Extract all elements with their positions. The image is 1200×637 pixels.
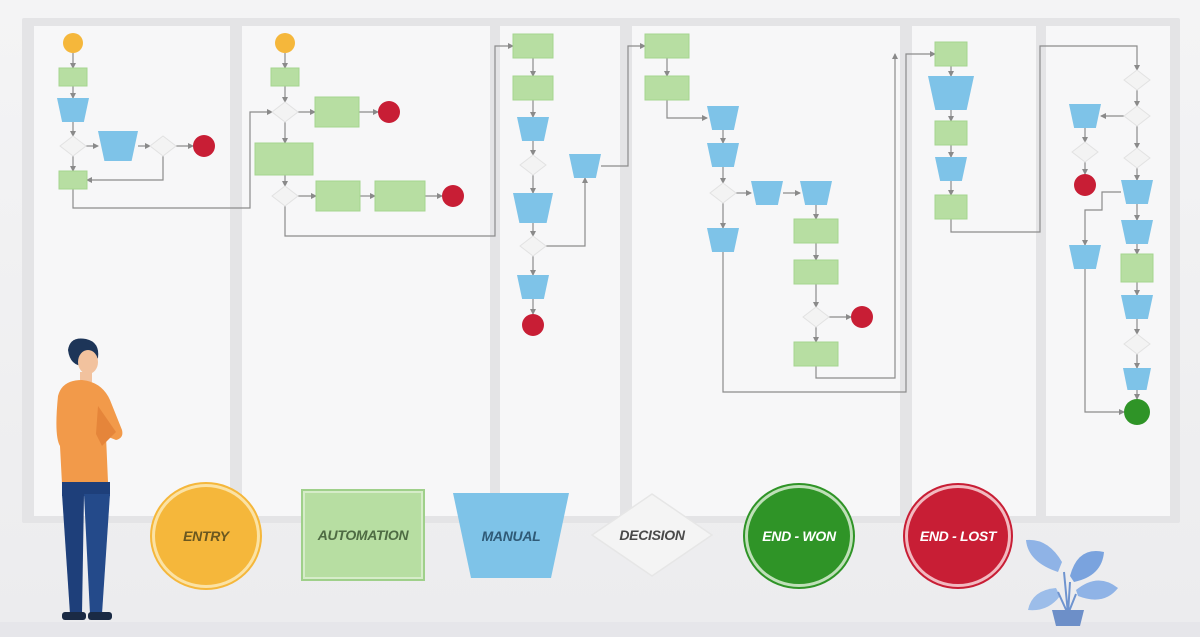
automation-node — [254, 142, 314, 176]
swimlane-4 — [632, 26, 900, 516]
automation-node — [793, 341, 839, 367]
legend-automation: AUTOMATION — [301, 489, 425, 581]
floor — [0, 622, 1200, 637]
decision-node — [1123, 69, 1151, 91]
legend-entry-label: ENTRY — [183, 528, 229, 544]
automation-node — [512, 75, 554, 101]
automation-node — [1120, 253, 1154, 283]
connector-arrow — [722, 51, 936, 393]
entry-node — [63, 33, 83, 53]
connector-arrow — [284, 43, 514, 237]
decision-diamond-shape — [590, 493, 714, 577]
nodes — [57, 33, 1154, 425]
manual-node — [569, 154, 601, 178]
end-lost-node — [1074, 174, 1096, 196]
manual-node — [800, 181, 832, 205]
decision-node — [1123, 105, 1151, 127]
manual-node — [707, 143, 739, 167]
automation-node — [315, 180, 361, 212]
manual-node — [517, 117, 549, 141]
decision-node — [519, 235, 547, 257]
end-lost-node — [442, 185, 464, 207]
decision-node — [271, 185, 299, 207]
entry-node — [275, 33, 295, 53]
legend-end-lost-label: END - LOST — [919, 528, 997, 544]
connectors — [70, 43, 1140, 415]
decision-node — [519, 154, 547, 176]
decision-node — [149, 135, 177, 157]
end-lost-node — [193, 135, 215, 157]
automation-node — [374, 180, 426, 212]
legend-automation-label: AUTOMATION — [317, 527, 409, 543]
automation-node — [314, 96, 360, 128]
manual-node — [1069, 245, 1101, 269]
manual-trapezoid-shape — [453, 493, 569, 578]
manual-node — [513, 193, 553, 223]
automation-node — [644, 33, 690, 59]
swimlane-3 — [500, 26, 620, 516]
end-lost-node — [522, 314, 544, 336]
manual-node — [707, 106, 739, 130]
decision-node — [709, 182, 737, 204]
legend-entry: ENTRY — [155, 487, 257, 585]
automation-node — [58, 170, 88, 190]
automation-node — [793, 218, 839, 244]
legend-end-won-label: END - WON — [762, 528, 836, 544]
legend-decision-label: DECISION — [619, 527, 685, 543]
connector-arrow — [601, 43, 646, 167]
legend-decision: DECISION — [590, 492, 714, 578]
manual-node — [1121, 180, 1153, 204]
manual-node — [935, 157, 967, 181]
manual-node — [57, 98, 89, 122]
end-lost-node — [378, 101, 400, 123]
manual-node — [1121, 220, 1153, 244]
decision-node — [59, 135, 87, 157]
connector-arrow — [86, 156, 164, 183]
person-standing-illustration — [56, 338, 123, 620]
connector-arrow — [950, 45, 1140, 233]
swimlane-5 — [912, 26, 1036, 516]
decision-node — [1071, 141, 1099, 163]
connector-arrow — [815, 53, 898, 379]
manual-node — [1123, 368, 1151, 390]
decision-node — [1123, 333, 1151, 355]
connector-arrow — [546, 177, 588, 247]
automation-node — [512, 33, 554, 59]
end-won-node — [1124, 399, 1150, 425]
decision-node — [802, 306, 830, 328]
automation-node — [644, 75, 690, 101]
manual-node — [928, 76, 974, 110]
decision-node — [1123, 147, 1151, 169]
connector-arrow — [72, 109, 273, 209]
connector-arrow — [1084, 269, 1125, 415]
manual-node — [1121, 295, 1153, 319]
potted-plant-icon — [1026, 539, 1118, 626]
legend-manual: MANUAL — [453, 493, 569, 578]
manual-node — [1069, 104, 1101, 128]
automation-node — [934, 120, 968, 146]
automation-node — [934, 41, 968, 67]
legend-end-won: END - WON — [748, 488, 850, 584]
decision-node — [271, 101, 299, 123]
end-lost-node — [851, 306, 873, 328]
connector-arrow — [666, 100, 708, 121]
manual-node — [98, 131, 138, 161]
manual-node — [707, 228, 739, 252]
automation-node — [270, 67, 300, 87]
manual-node — [751, 181, 783, 205]
automation-node — [934, 194, 968, 220]
connector-arrow — [1082, 191, 1121, 246]
automation-node — [793, 259, 839, 285]
legend-manual-label: MANUAL — [481, 527, 541, 544]
legend-end-lost: END - LOST — [908, 488, 1008, 584]
automation-node — [58, 67, 88, 87]
manual-node — [517, 275, 549, 299]
